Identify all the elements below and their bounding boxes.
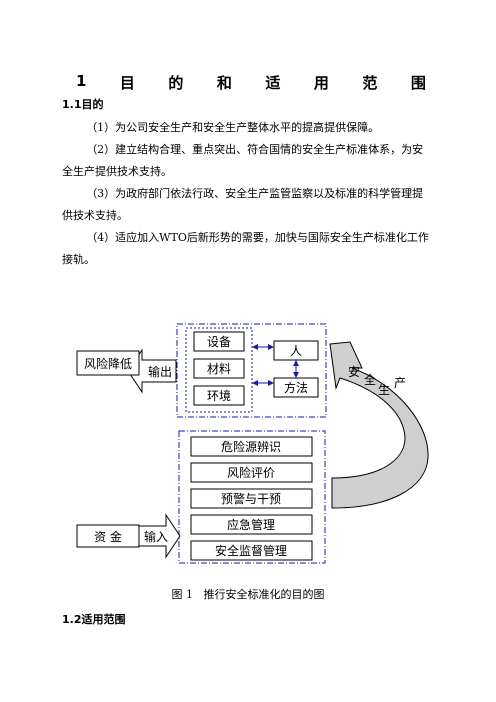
subsection-heading-1-1: 1.1目的	[62, 98, 104, 111]
output-label: 输出	[148, 364, 172, 379]
cycle-label-char: 产	[394, 376, 406, 390]
paragraph-2: （2）建立结构合理、重点突出、符合国情的安全生产标准体系，为安全生产提供技术支持…	[62, 143, 424, 178]
cycle-arrow	[329, 341, 429, 509]
process-step-box	[190, 436, 313, 457]
cycle-label-char: 安	[348, 364, 360, 379]
box-equipment-label: 设备	[207, 335, 231, 349]
top-group-box	[176, 323, 327, 418]
box-method	[273, 377, 319, 398]
process-step-box	[190, 488, 313, 509]
process-step-label: 危险源辨识	[221, 439, 281, 454]
process-step-box	[190, 462, 313, 483]
section-heading: 1 目 的 和 适 用 范 围	[76, 72, 426, 93]
cycle-label-char: 生	[378, 383, 390, 397]
process-step-label: 风险评价	[227, 465, 275, 480]
box-equipment	[193, 331, 245, 352]
heading-char: 用	[313, 74, 329, 92]
process-step-box	[190, 540, 313, 561]
input-label: 输入	[144, 529, 168, 544]
box-method-label: 方法	[284, 380, 308, 395]
box-materials-label: 材料	[207, 362, 231, 376]
funds-label: 资 金	[94, 529, 122, 544]
paragraph-3: （3）为政府部门依法行政、安全生产监管监察以及标准的科学管理提供技术支持。	[62, 187, 424, 222]
box-materials	[193, 358, 245, 379]
risk-reduction-box	[76, 350, 140, 376]
heading-char: 的	[168, 74, 184, 92]
output-arrow	[127, 348, 177, 394]
process-step-label: 安全监督管理	[215, 543, 287, 558]
box-environment-label: 环境	[207, 388, 231, 403]
process-group-box	[178, 430, 326, 564]
input-arrow	[138, 513, 181, 559]
figure-caption: 图 1 推行安全标准化的目的图	[171, 588, 325, 601]
inputs-group-box	[185, 327, 253, 413]
box-people-label: 人	[290, 344, 302, 358]
heading-char: 适	[265, 74, 281, 92]
process-step-box	[190, 514, 313, 535]
subsection-heading-1-2: 1.2适用范围	[62, 613, 126, 626]
box-environment	[193, 385, 245, 406]
heading-char: 目	[119, 74, 135, 92]
heading-char: 和	[216, 74, 232, 92]
paragraph-4: （4）适应加入WTO后新形势的需要，加快与国际安全生产标准化工作接轨。	[62, 231, 429, 266]
heading-number: 1	[76, 72, 87, 90]
paragraph-1: （1）为公司安全生产和安全生产整体水平的提高提供保障。	[86, 121, 380, 134]
heading-char: 围	[410, 74, 426, 92]
process-step-label: 预警与干预	[221, 491, 281, 506]
cycle-label-char: 全	[364, 372, 376, 387]
process-step-label: 应急管理	[227, 517, 275, 532]
heading-char: 范	[362, 74, 378, 92]
risk-reduction-label: 风险降低	[84, 356, 132, 371]
